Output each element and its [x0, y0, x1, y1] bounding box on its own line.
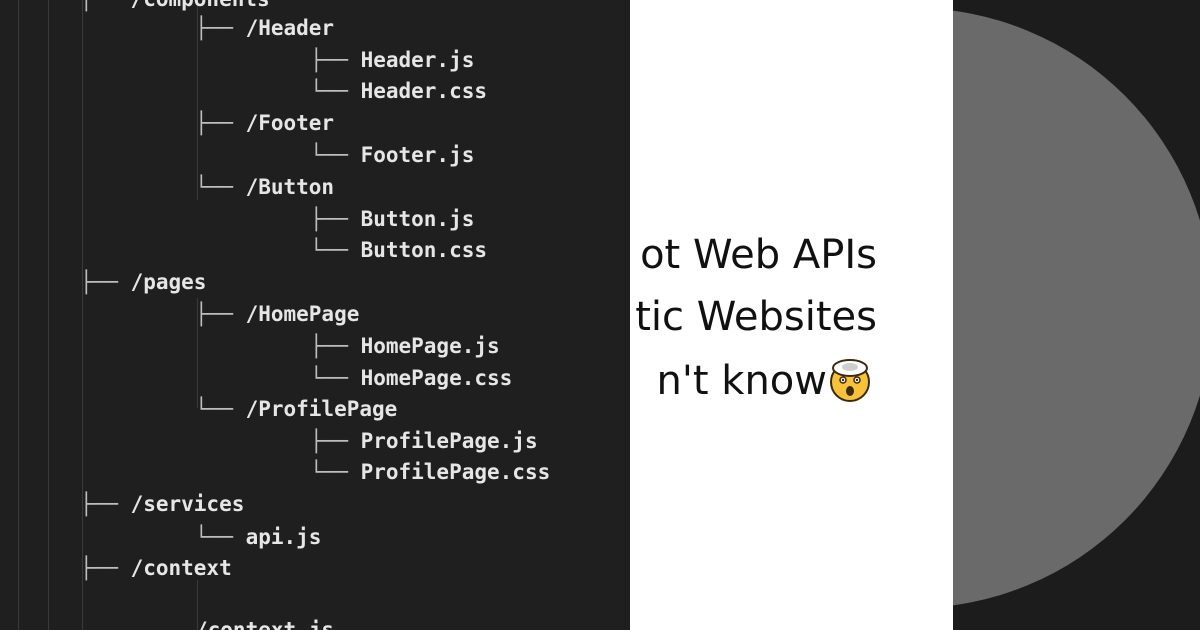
tree-branch-glyph: └──	[195, 397, 246, 421]
tree-branch-glyph: ├──	[195, 16, 246, 40]
headline-card: ot Web APIs tic Websites n't know	[630, 0, 953, 630]
tree-row: └── /Button	[195, 174, 334, 200]
tree-row: /context.js	[195, 617, 334, 630]
indent-guide	[197, 298, 198, 408]
indent-guide	[197, 0, 198, 200]
tree-branch-glyph: ├──	[195, 111, 246, 135]
tree-entry-name: Button.css	[360, 238, 488, 262]
tree-row: └── /ProfilePage	[195, 396, 397, 422]
tree-branch-glyph: ├──	[80, 556, 131, 580]
tree-entry-name: /Header	[245, 16, 335, 40]
headline-line-1: ot Web APIs	[640, 232, 877, 278]
tree-branch-glyph: └──	[310, 366, 361, 390]
tree-branch-glyph: └──	[310, 79, 361, 103]
exploding-head-icon	[830, 359, 870, 402]
tree-branch-glyph: └──	[310, 238, 361, 262]
tree-row: ├── /context	[80, 555, 232, 581]
indent-guide	[82, 0, 83, 630]
tree-branch-glyph: └──	[310, 460, 361, 484]
tree-row: └── ProfilePage.css	[310, 459, 550, 485]
tree-branch-glyph: ├──	[80, 492, 131, 516]
tree-entry-name: HomePage.css	[360, 366, 513, 390]
indent-guide	[18, 0, 19, 630]
tree-row: ├── HomePage.js	[310, 333, 500, 359]
tree-row: └── Header.css	[310, 78, 487, 104]
tree-row: ├── /Header	[195, 15, 334, 41]
tree-entry-name: /context	[130, 556, 232, 580]
tree-row: ├── Header.js	[310, 47, 474, 73]
tree-entry-name: ProfilePage.css	[360, 460, 551, 484]
code-tree-panel: ├── /components├── /Header├── Header.js└…	[18, 0, 551, 630]
tree-row: ├── /HomePage	[195, 301, 359, 327]
indent-guide	[48, 0, 49, 630]
tree-row: └── api.js	[195, 524, 321, 550]
tree-branch-glyph: ├──	[310, 334, 361, 358]
tree-branch-glyph: ├──	[310, 207, 361, 231]
tree-row: ├── /Footer	[195, 110, 334, 136]
tree-branch-glyph: ├──	[310, 429, 361, 453]
tree-entry-name: ProfilePage.js	[360, 429, 538, 453]
tree-branch-glyph: └──	[195, 525, 246, 549]
tree-row: ├── ProfilePage.js	[310, 428, 538, 454]
tree-row: ├── /components	[80, 0, 270, 12]
tree-entry-name: /Footer	[245, 111, 335, 135]
tree-entry-name: Footer.js	[360, 143, 475, 167]
indent-guide	[197, 580, 198, 630]
tree-entry-name: Button.js	[360, 207, 475, 231]
decorative-circle	[953, 8, 1200, 608]
tree-branch-glyph: ├──	[80, 270, 131, 294]
tree-row: ├── Button.js	[310, 206, 474, 232]
tree-entry-name: HomePage.js	[360, 334, 500, 358]
tree-branch-glyph: ├──	[80, 0, 131, 11]
tree-row: ├── /pages	[80, 269, 206, 295]
tree-row: └── Footer.js	[310, 142, 474, 168]
tree-entry-name: /Button	[245, 175, 335, 199]
tree-entry-name: /services	[130, 492, 245, 516]
tree-row: └── Button.css	[310, 237, 487, 263]
background-decor	[953, 0, 1200, 630]
tree-entry-name: /ProfilePage	[245, 397, 398, 421]
headline-line-3: n't know	[657, 356, 873, 404]
tree-entry-name: /pages	[130, 270, 207, 294]
tree-entry-name: /HomePage	[245, 302, 360, 326]
headline-line-3-text: n't know	[656, 358, 827, 404]
tree-branch-glyph: └──	[195, 175, 246, 199]
tree-entry-name: api.js	[245, 525, 322, 549]
tree-entry-name: Header.css	[360, 79, 488, 103]
tree-row: ├── /services	[80, 491, 244, 517]
tree-row: └── HomePage.css	[310, 365, 512, 391]
tree-entry-name: /context.js	[195, 618, 335, 630]
tree-entry-name: /components	[131, 0, 270, 11]
tree-entry-name: Header.js	[360, 48, 475, 72]
tree-branch-glyph: └──	[310, 143, 361, 167]
tree-branch-glyph: ├──	[310, 48, 361, 72]
headline-line-2: tic Websites	[635, 294, 877, 340]
tree-branch-glyph: ├──	[195, 302, 246, 326]
